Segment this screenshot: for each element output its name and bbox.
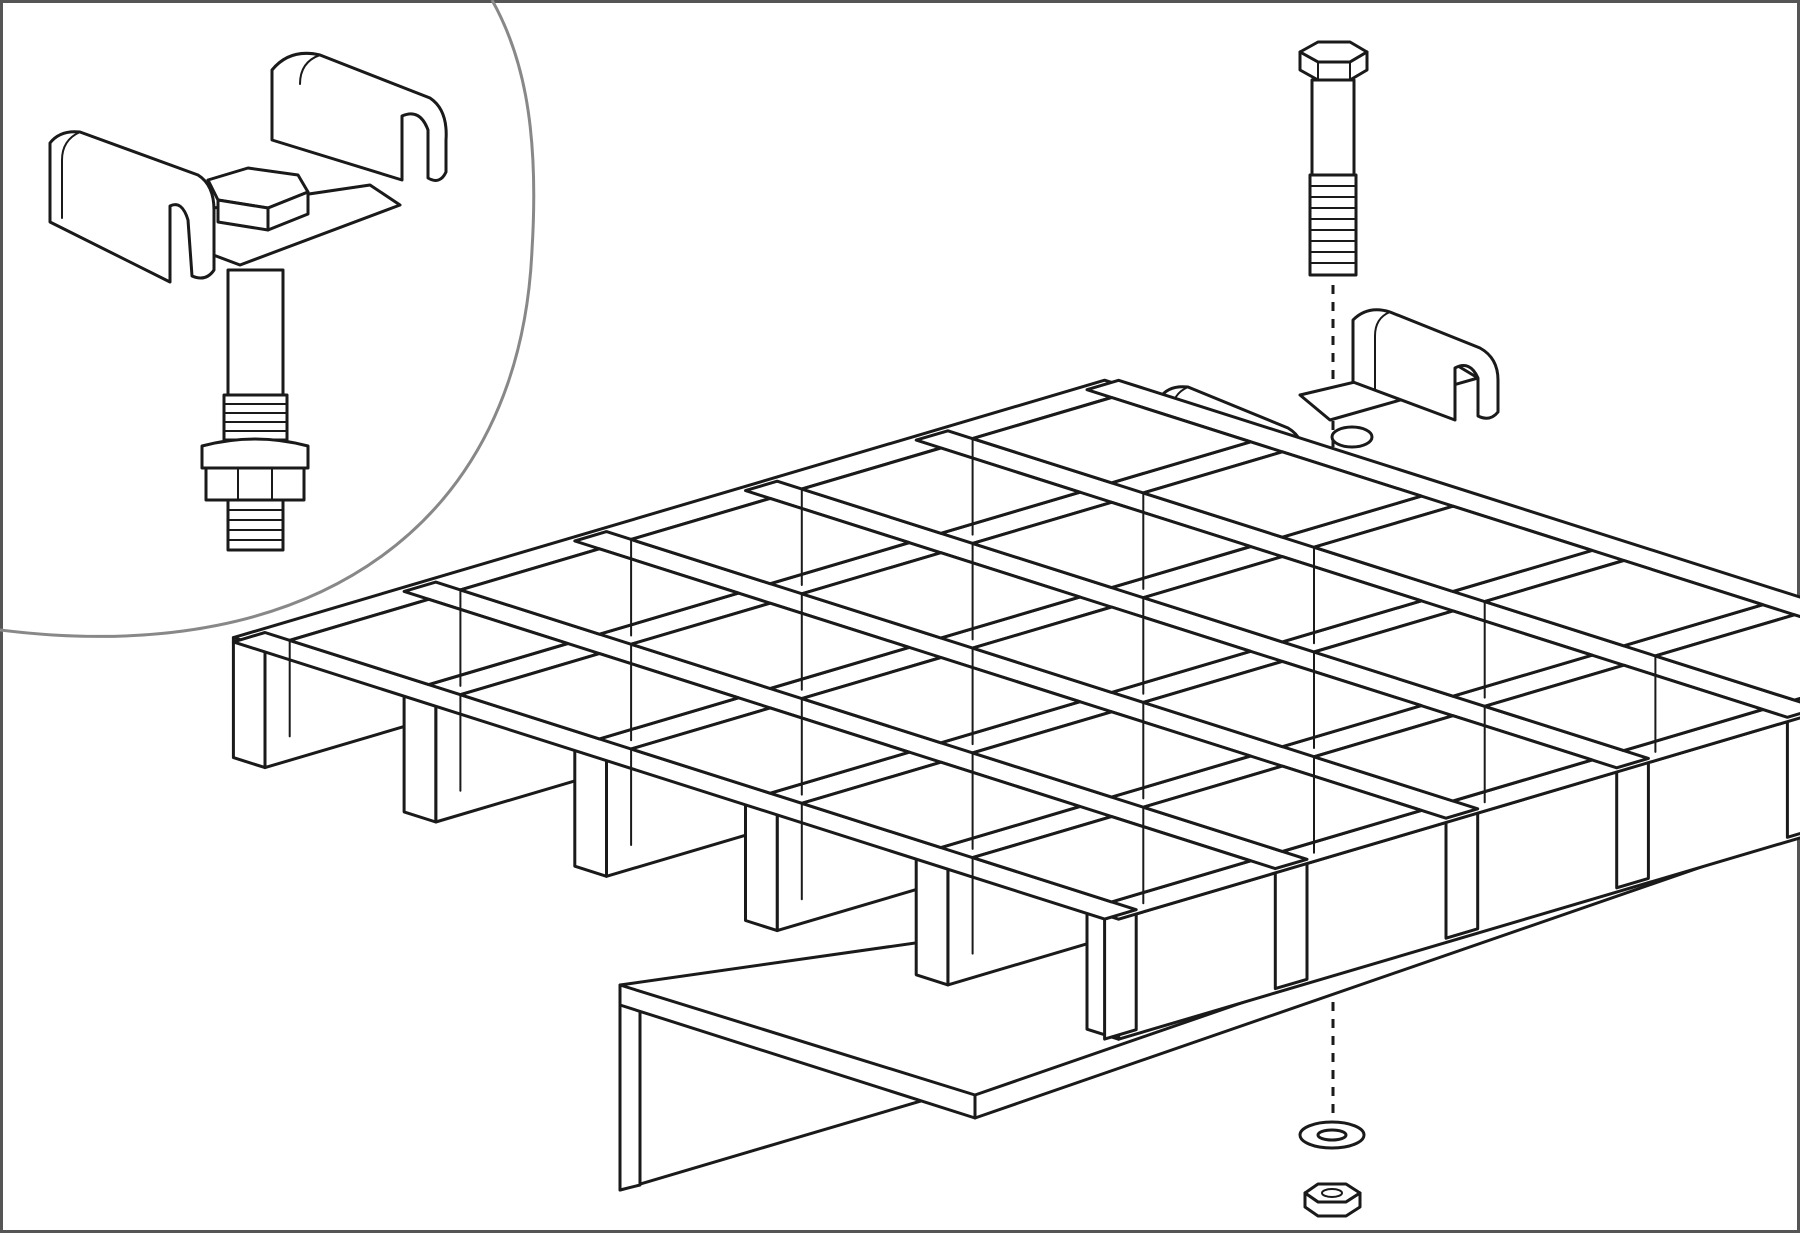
grating-opening (800, 551, 1082, 640)
grating-opening (458, 652, 740, 741)
bearing-bar-end (914, 853, 950, 987)
grating-opening (1141, 764, 1423, 853)
grating-opening (458, 547, 740, 636)
cross-bar-end (1103, 908, 1138, 1041)
grating-opening (971, 500, 1253, 590)
grating-opening (1483, 559, 1765, 648)
detail-clip (48, 51, 448, 284)
bearing-bar-end (744, 799, 779, 933)
grating-opening (288, 597, 570, 687)
cross-bar-end (1615, 756, 1650, 890)
cross-bar-top (231, 631, 1138, 921)
grating-opening (629, 706, 911, 795)
bearing-bar-end (231, 636, 267, 770)
grating-opening (800, 760, 1082, 850)
grating-opening (1312, 504, 1594, 593)
hex-bolt (1298, 40, 1369, 277)
grating-opening (1483, 663, 1765, 753)
grating-opening (971, 605, 1253, 694)
grating-opening (971, 815, 1253, 904)
grating-opening (1312, 609, 1594, 698)
grating-opening (800, 656, 1082, 745)
grating-opening (971, 396, 1253, 485)
grating-opening (629, 601, 911, 690)
bearing-bar-end (402, 690, 438, 824)
cross-bar-end (1273, 857, 1309, 991)
cross-bar-end (1785, 712, 1800, 839)
grating-opening (1141, 659, 1423, 749)
grating-opening (1312, 714, 1594, 803)
detail-circle-outline (0, 0, 536, 638)
grating-opening (1141, 555, 1423, 644)
hex-nut (1303, 1182, 1362, 1218)
bearing-bar-end (573, 744, 608, 878)
grating-opening (800, 446, 1082, 535)
grating-opening (629, 496, 911, 586)
grating-opening (1141, 450, 1423, 539)
assembled-clip-detail (0, 0, 536, 638)
grating-panel (231, 378, 1800, 1041)
grating-opening (971, 710, 1253, 799)
grating-opening (1653, 613, 1800, 702)
detail-bolt (200, 268, 310, 552)
washer (1298, 1120, 1366, 1150)
cross-bar-end (1444, 807, 1480, 940)
